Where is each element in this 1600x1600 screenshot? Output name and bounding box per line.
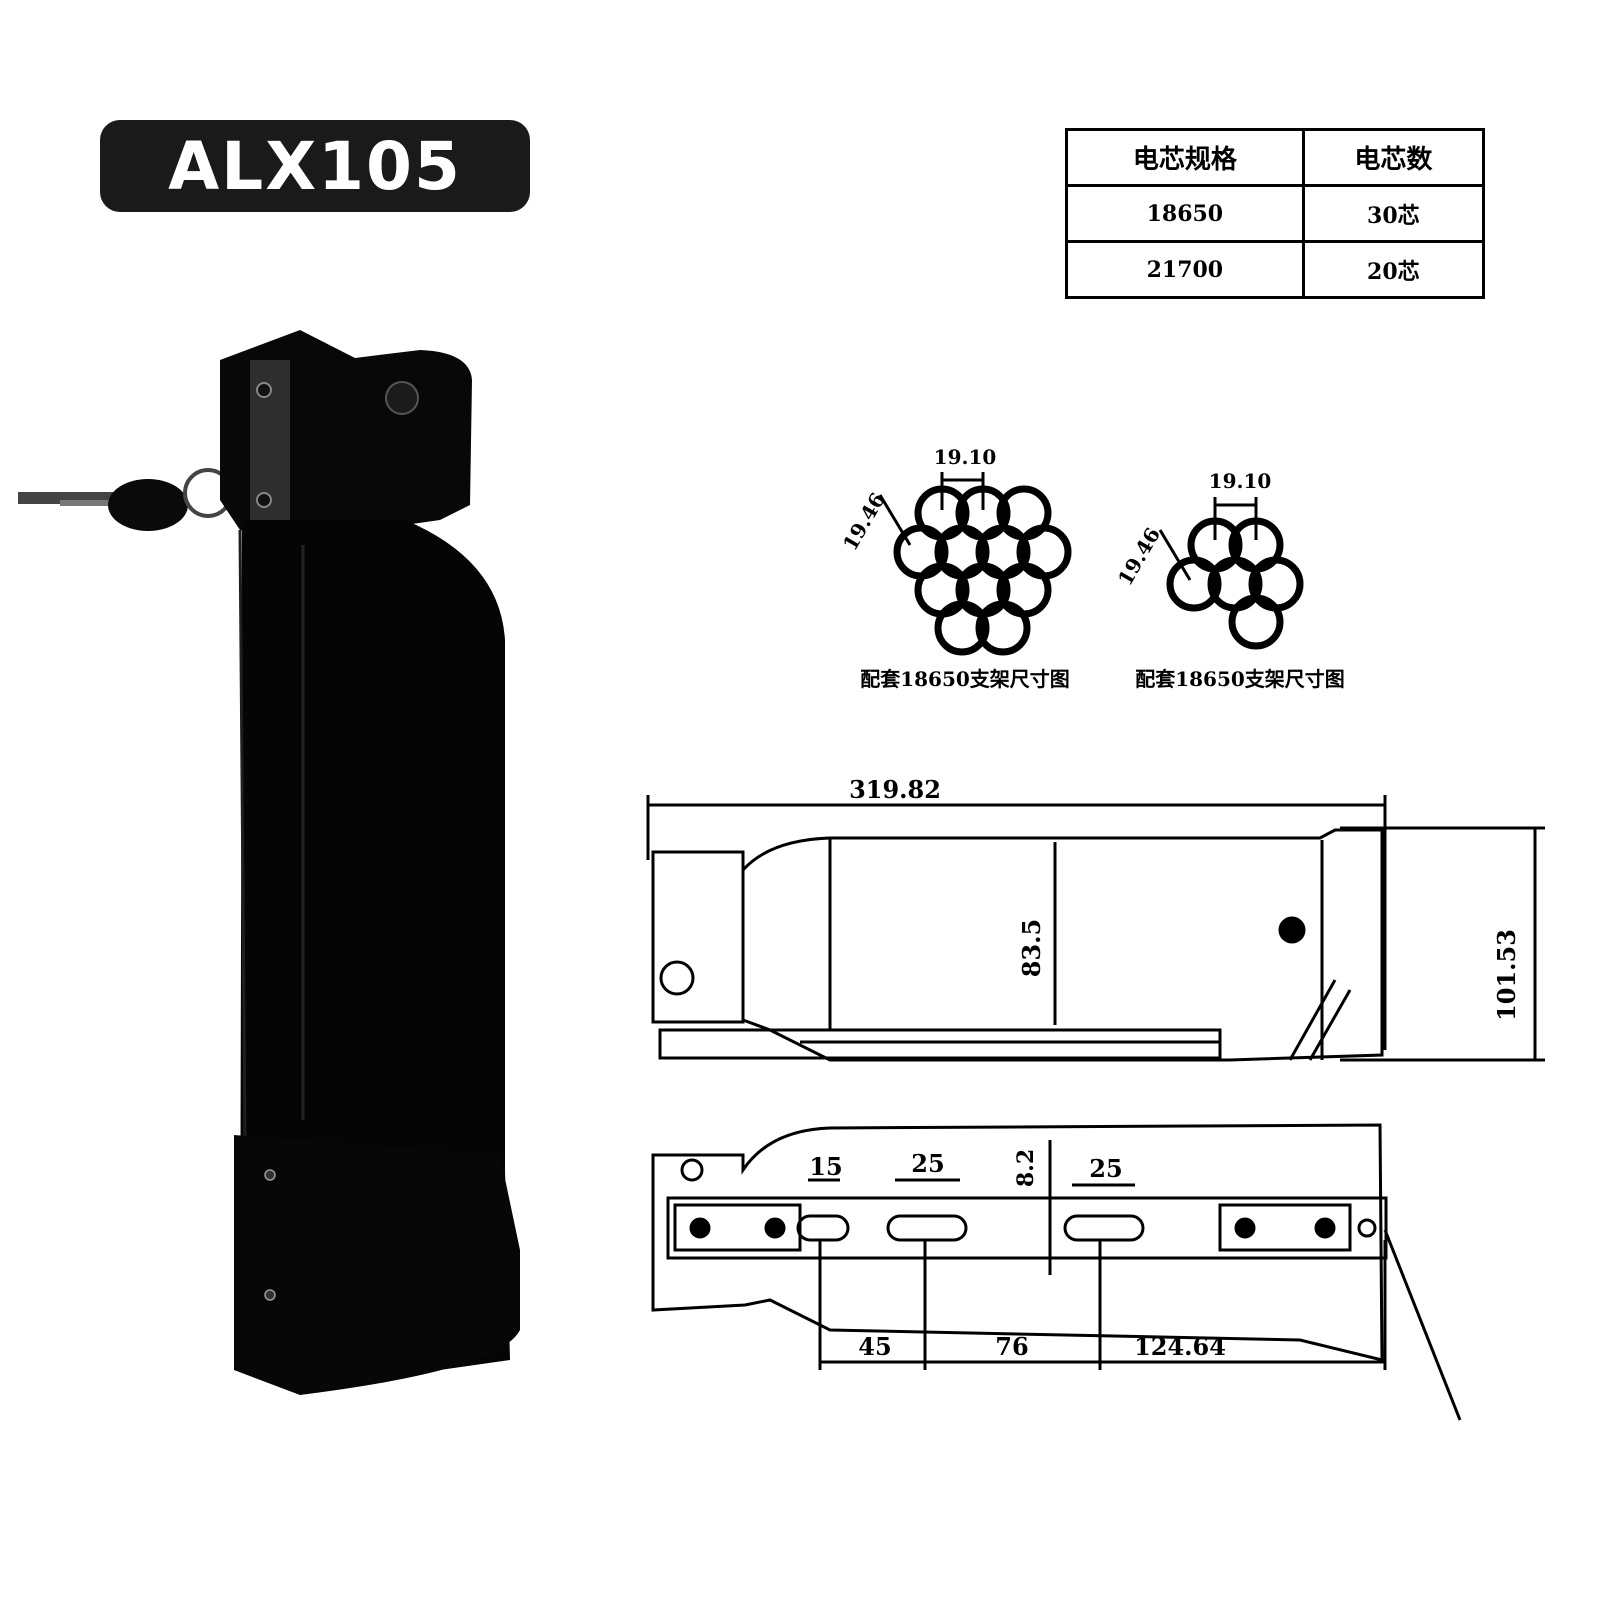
table-row: 21700 20芯 <box>1065 240 1486 299</box>
battery-product-illustration <box>18 330 520 1395</box>
header-cell-spec: 电芯规格 <box>1065 128 1305 187</box>
bottom-spacing3-label: 124.64 <box>1134 1332 1226 1361</box>
bottom-spacing1-label: 45 <box>858 1332 891 1361</box>
side-length-label: 319.82 <box>849 775 941 804</box>
side-view-drawing <box>646 795 1545 1062</box>
model-badge: ALX105 <box>100 120 530 212</box>
holder2-diagonal-label: 19.46 <box>1113 523 1165 589</box>
side-height-label: 101.53 <box>1492 929 1521 1021</box>
bottom-view-drawing <box>651 1123 1462 1421</box>
cell-spec-value: 18650 <box>1065 184 1305 243</box>
holder2-pitch-label: 19.10 <box>1209 469 1272 493</box>
holder-diagram-30-cell <box>893 485 1072 656</box>
holder-dimension-lines <box>878 472 985 546</box>
power-switch-icon <box>385 381 419 415</box>
holder2-caption: 配套18650支架尺寸图 <box>1135 667 1345 691</box>
holder1-diagonal-label: 19.46 <box>838 488 890 554</box>
holder1-caption: 配套18650支架尺寸图 <box>860 667 1070 691</box>
model-name: ALX105 <box>168 127 462 205</box>
bottom-spacing2-label: 76 <box>995 1332 1028 1361</box>
cell-spec-value: 21700 <box>1065 240 1305 299</box>
bottom-slot1-label: 15 <box>809 1152 842 1181</box>
side-diameter-label: 83.5 <box>1017 919 1046 977</box>
cell-spec-table: 电芯规格 电芯数 18650 30芯 21700 20芯 <box>1065 128 1486 299</box>
bottom-offset-label: 8.2 <box>1013 1149 1039 1187</box>
bottom-slot2-label: 25 <box>911 1149 944 1178</box>
cell-count-value: 30芯 <box>1301 184 1486 243</box>
table-header-row: 电芯规格 电芯数 <box>1065 128 1486 187</box>
bottom-slot3-label: 25 <box>1089 1154 1122 1183</box>
key-icon <box>18 468 233 531</box>
holder-diagram-20-cell <box>1166 517 1304 650</box>
cell-count-value: 20芯 <box>1301 240 1486 299</box>
table-row: 18650 30芯 <box>1065 184 1486 243</box>
header-cell-count: 电芯数 <box>1301 128 1486 187</box>
holder1-pitch-label: 19.10 <box>934 445 997 469</box>
